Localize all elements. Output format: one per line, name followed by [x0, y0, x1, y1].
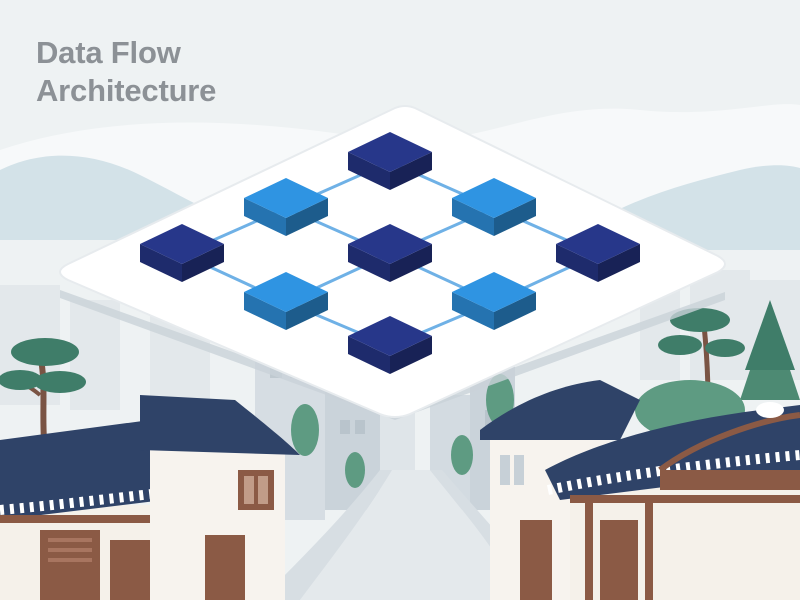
node-lower-right	[452, 272, 536, 330]
node-top-face	[244, 178, 328, 218]
node-right-face	[286, 292, 328, 330]
node-left-face	[140, 244, 182, 282]
node-left-face	[348, 336, 390, 374]
node-top-face	[452, 272, 536, 312]
title-line-2: Architecture	[36, 73, 217, 108]
title-line-1: Data Flow	[36, 35, 181, 70]
node-bottom	[348, 316, 432, 374]
node-top-face	[452, 178, 536, 218]
node-upper-left	[244, 178, 328, 236]
node-upper-right	[452, 178, 536, 236]
page-title: Data Flow Architecture	[36, 34, 216, 110]
node-top-face	[348, 132, 432, 172]
node-top-face	[556, 224, 640, 264]
node-right-face	[182, 244, 224, 282]
node-left-face	[452, 198, 494, 236]
node-left-face	[556, 244, 598, 282]
node-top-face	[348, 316, 432, 356]
node-lower-left	[244, 272, 328, 330]
node-far-left	[140, 224, 224, 282]
node-top-face	[348, 224, 432, 264]
road	[300, 470, 520, 600]
node-top-face	[244, 272, 328, 312]
node-right-face	[390, 152, 432, 190]
node-left-face	[244, 292, 286, 330]
node-right-face	[494, 292, 536, 330]
node-left-face	[348, 244, 390, 282]
hanok-right-front	[545, 402, 800, 600]
node-left-face	[452, 292, 494, 330]
node-far-right	[556, 224, 640, 282]
hanok-left-back	[140, 395, 300, 600]
node-right-face	[286, 198, 328, 236]
node-top-face	[140, 224, 224, 264]
node-right-face	[598, 244, 640, 282]
sidewalk-left	[260, 470, 392, 600]
node-right-face	[390, 336, 432, 374]
pine-tree-left	[0, 338, 86, 441]
node-top	[348, 132, 432, 190]
node-right-face	[494, 198, 536, 236]
node-center	[348, 224, 432, 282]
diagram-nodes	[140, 132, 640, 374]
node-right-face	[390, 244, 432, 282]
node-left-face	[348, 152, 390, 190]
node-left-face	[244, 198, 286, 236]
